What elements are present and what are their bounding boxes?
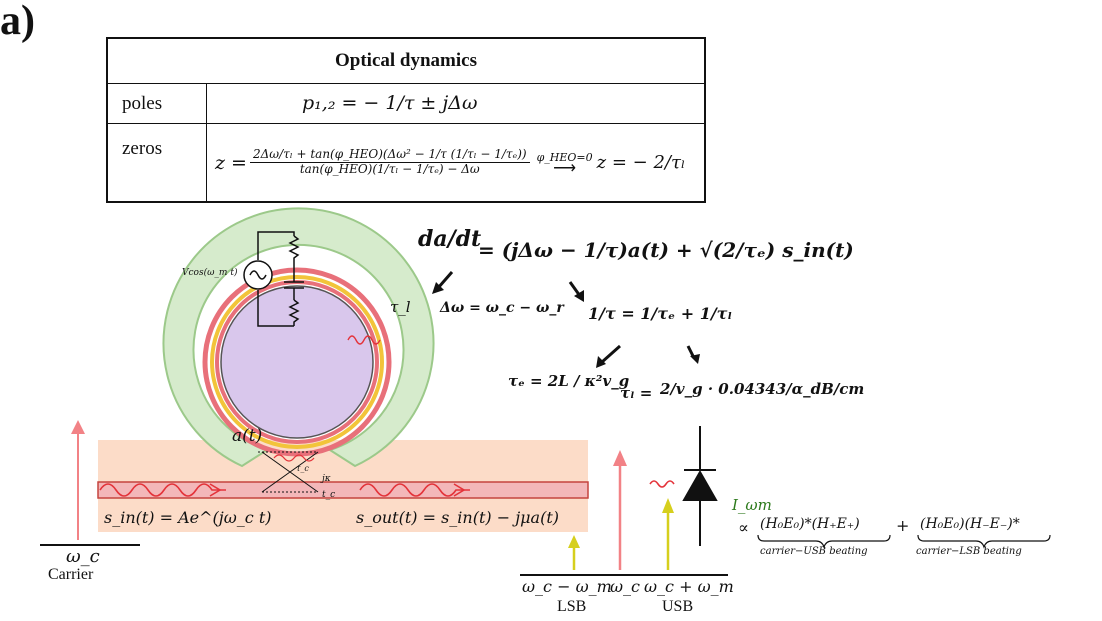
carrier-arrow-left-head	[71, 420, 85, 434]
zeros-equation: z = 2Δω/τₗ + tan(φ_HEO)(Δω² − 1/τ (1/τₗ …	[206, 123, 706, 203]
tau-e-eq: τₑ = 2L / κ²v_g	[508, 372, 630, 390]
ring-core	[220, 285, 374, 439]
lsb-frequency: ω_c − ω_m	[522, 577, 612, 596]
arrow-to-delta-omega	[436, 271, 454, 289]
underbrace-usb	[757, 534, 891, 549]
photodiode-icon	[682, 426, 718, 546]
output-wave	[359, 483, 470, 497]
plus-sign: +	[896, 516, 910, 535]
zeros-numerator: 2Δω/τₗ + tan(φ_HEO)(Δω² − 1/τ (1/τₗ − 1/…	[249, 147, 530, 163]
usb-label: USB	[662, 598, 694, 615]
proportional-symbol: ∝	[738, 518, 749, 537]
carrier-frequency: ω_c	[610, 577, 641, 596]
output-wave-arrow-icon	[453, 483, 466, 497]
resistor-bottom-icon	[288, 299, 300, 326]
poles-eq-text: p₁,₂ = − 1/τ ± jΔω	[302, 92, 478, 114]
carrier-arrow-right-head	[613, 450, 627, 466]
right-arrow-icon: ⟶	[553, 160, 577, 177]
lsb-label: LSB	[557, 598, 587, 615]
input-wave	[99, 483, 226, 497]
zeros-lhs: z =	[215, 151, 247, 174]
ring-yellow	[210, 275, 384, 449]
limit-arrow: φ_HEO=0 ⟶	[536, 151, 593, 177]
tau-total-eq: 1/τ = 1/τₑ + 1/τₗ	[588, 304, 733, 323]
input-signal-label: s_in(t) = Ae^(jω_c t)	[104, 508, 272, 527]
detector-wave	[649, 480, 675, 488]
zeros-denominator: tan(φ_HEO)(1/τₗ − 1/τₑ) − Δω	[299, 162, 480, 176]
delta-omega-eq: Δω = ω_c − ω_r	[440, 300, 564, 316]
optical-dynamics-table: Optical dynamics poles p₁,₂ = − 1/τ ± jΔ…	[106, 37, 706, 203]
carrier-omega-label: ω_c	[66, 546, 100, 567]
main-eq-rhs: = (jΔω − 1/τ)a(t) + √(2/τₑ) s_in(t)	[478, 238, 854, 262]
arrow-to-tau-e	[601, 344, 621, 364]
zeros-fraction: 2Δω/τₗ + tan(φ_HEO)(Δω² − 1/τ (1/τₗ − 1/…	[249, 147, 530, 177]
usb-beating-term: (H₀E₀)*(H₊E₊)	[760, 516, 860, 532]
photocurrent-label: I_ωm	[732, 496, 772, 514]
equation-arrows	[436, 271, 696, 364]
resistor-top-icon	[288, 235, 300, 268]
usb-arrow-head	[662, 498, 674, 513]
loss-wave	[347, 335, 381, 345]
waveguide-core	[97, 481, 589, 499]
underbrace-lsb	[917, 534, 1051, 549]
zeros-rhs: z = − 2/τₗ	[596, 152, 686, 173]
carrier-label: Carrier	[48, 566, 94, 583]
equation-arrowheads	[432, 282, 700, 368]
usb-frequency: ω_c + ω_m	[644, 577, 734, 596]
tau-l-rhs: 2/v_g · 0.04343/α_dB/cm	[660, 380, 865, 398]
input-wave-arrow-icon	[209, 483, 222, 497]
panel-label: a)	[0, 0, 35, 44]
lsb-beating-caption: carrier−LSB beating	[916, 546, 1022, 557]
a-label: a(t)	[232, 426, 263, 446]
electrode-ring	[162, 207, 435, 468]
poles-label: poles	[106, 83, 207, 124]
tau-l-label: τ_l	[390, 298, 411, 316]
output-signal-label: s_out(t) = s_in(t) − jμa(t)	[356, 508, 560, 527]
coupling-wave	[273, 454, 315, 462]
coupling-region	[258, 451, 319, 493]
tau-l-lhs: τₗ =	[620, 384, 653, 402]
usb-beating-caption: carrier−USB beating	[760, 546, 868, 557]
source-label: Vcos(ω_m t)	[182, 268, 238, 278]
tau-c-label: τ_c	[296, 464, 309, 473]
ring-outer-red	[202, 267, 392, 457]
lsb-arrow-head	[568, 535, 580, 548]
jk-label: jκ	[322, 474, 331, 484]
lsb-beating-term: (H₀E₀)(H₋E₋)*	[920, 516, 1020, 532]
rf-circuit	[243, 231, 304, 327]
main-eq-lhs: da/dt	[418, 226, 482, 252]
poles-equation: p₁,₂ = − 1/τ ± jΔω	[206, 83, 706, 124]
tc-label: t_c	[322, 490, 336, 500]
limit-condition: φ_HEO=0	[536, 151, 593, 164]
